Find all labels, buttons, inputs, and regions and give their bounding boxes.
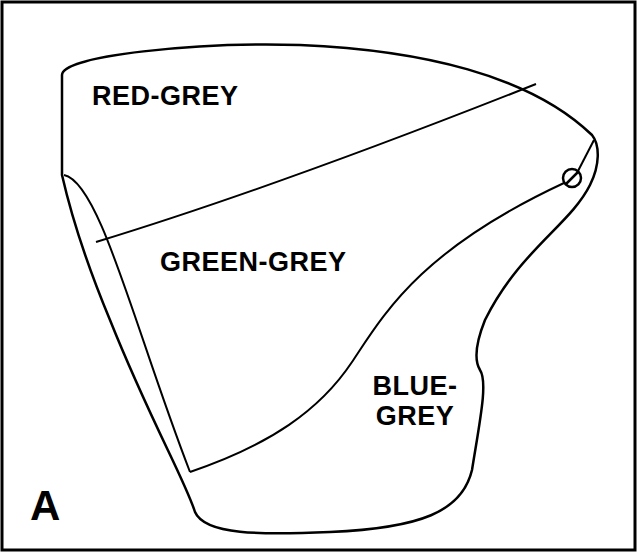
sample-point-symbol xyxy=(566,172,578,184)
map-region: RED-GREY xyxy=(92,82,241,112)
map-region: BLUE- GREY xyxy=(366,372,464,431)
zone-boundary xyxy=(578,140,594,171)
rim-line xyxy=(64,175,190,472)
region-label: GREEN-GREY xyxy=(160,248,349,278)
rock-outline xyxy=(62,45,598,534)
region-label: BLUE- GREY xyxy=(366,372,464,431)
zone-boundary xyxy=(190,183,564,472)
sample-point-symbol xyxy=(563,169,581,187)
map-region: GREEN-GREY xyxy=(160,248,349,278)
panel-letter: A xyxy=(30,482,60,530)
region-label: RED-GREY xyxy=(92,82,241,112)
